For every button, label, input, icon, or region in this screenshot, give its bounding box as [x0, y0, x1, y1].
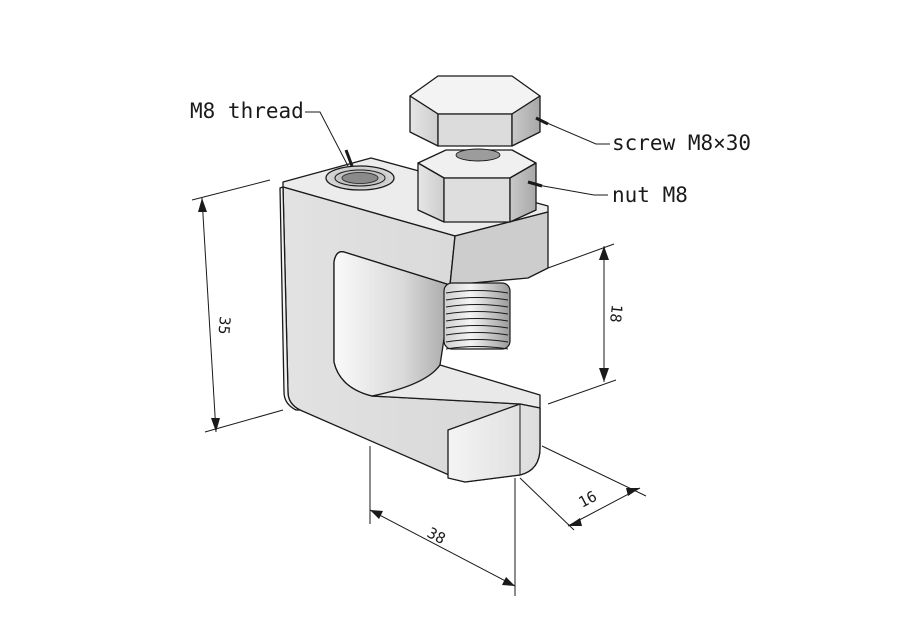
- nut-leader: [531, 183, 608, 196]
- clamp-body: [279, 157, 549, 483]
- dim-width-label: 38: [424, 524, 448, 548]
- clamp-lower-jaw-top: [371, 364, 541, 409]
- thread-groove: [445, 311, 509, 315]
- dim-opening-label: 18: [606, 304, 626, 324]
- thread-groove: [445, 339, 509, 343]
- screw-label: screw M8×30: [612, 131, 751, 155]
- screw-leader: [539, 119, 610, 145]
- thread-groove: [445, 304, 509, 308]
- screw-head: [409, 75, 541, 147]
- dim-height: 35: [191, 179, 284, 433]
- dim-height-label: 35: [214, 316, 234, 336]
- nut-label: nut M8: [612, 183, 688, 207]
- thread-groove: [445, 297, 509, 301]
- thread-groove: [445, 332, 509, 336]
- clamp-left-edge: [279, 186, 301, 411]
- thread-groove: [445, 318, 509, 322]
- nut: [417, 148, 537, 223]
- screw-shank: [443, 282, 511, 350]
- thread-groove: [445, 346, 509, 350]
- thread-groove: [445, 290, 509, 294]
- thread-label: M8 thread: [190, 99, 304, 123]
- leaders: [305, 111, 610, 196]
- thread-leader: [305, 111, 349, 167]
- thread-groove: [445, 325, 509, 329]
- dim-opening: 18: [547, 243, 626, 405]
- clamp-lower-jaw-end: [447, 403, 541, 483]
- dim-depth-label: 16: [575, 487, 599, 511]
